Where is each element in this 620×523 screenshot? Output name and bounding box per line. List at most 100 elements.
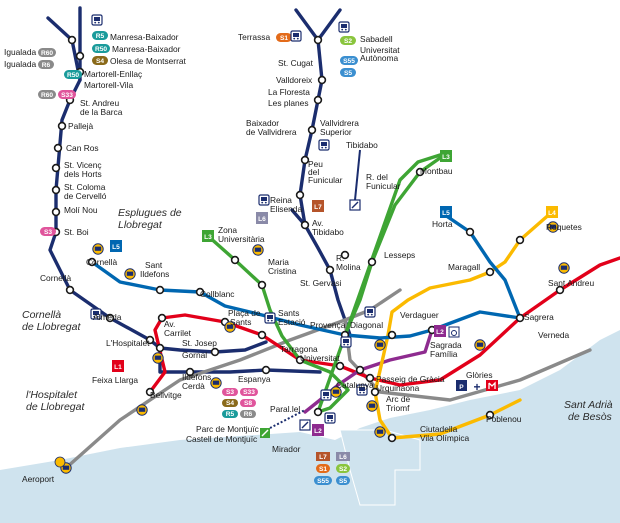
badge-s3: S3 (40, 227, 56, 236)
svg-text:Provença: Provença (310, 320, 346, 330)
svg-text:S2: S2 (339, 466, 347, 473)
badge-catalunya-s55: S55 (314, 476, 332, 485)
train-icon (338, 21, 350, 33)
svg-text:Can Ros: Can Ros (66, 143, 99, 153)
badge-espanya-s4: S4 (222, 399, 238, 407)
svg-text:Gornal: Gornal (182, 350, 207, 360)
svg-text:R5: R5 (96, 33, 105, 40)
line-rodalies-coast (343, 318, 592, 402)
badge-r5: R5 (92, 31, 108, 40)
svg-text:L2: L2 (314, 428, 322, 435)
svg-text:St. Josep: St. Josep (182, 338, 217, 348)
bus-icon (92, 243, 104, 255)
svg-text:Olesa de Montserrat: Olesa de Montserrat (110, 56, 187, 66)
svg-text:Cornellà: Cornellà (40, 273, 72, 283)
badge-s33: S33 (58, 90, 76, 99)
bus-icon (136, 404, 148, 416)
badge-r50-martorell: R50 (64, 70, 82, 79)
svg-text:Catalunya: Catalunya (336, 380, 374, 390)
svg-text:S4: S4 (226, 400, 234, 407)
bus-icon (474, 339, 486, 351)
svg-text:Igualada: Igualada (4, 47, 36, 57)
svg-text:Lesseps: Lesseps (384, 250, 415, 260)
svg-text:S1: S1 (280, 35, 288, 42)
line-llobregat-anoia (46, 16, 268, 354)
bus-icon (252, 244, 264, 256)
svg-text:Montbau: Montbau (420, 166, 453, 176)
bus-icon (558, 262, 570, 274)
train-icon (340, 336, 352, 348)
svg-text:St. Boi: St. Boi (64, 227, 89, 237)
svg-text:Poblenou: Poblenou (486, 414, 522, 424)
station-labels: Manresa-Baixador Manresa-Baixador Olesa … (4, 32, 594, 484)
svg-text:L3: L3 (204, 234, 212, 241)
badge-r6: R6 (38, 60, 54, 69)
svg-text:Sagrera: Sagrera (524, 312, 554, 322)
svg-text:Av.Tibidabo: Av.Tibidabo (312, 218, 344, 237)
badge-espanya-s33b: S33 (240, 388, 258, 396)
svg-text:L3: L3 (442, 154, 450, 161)
line-l4 (373, 210, 554, 440)
svg-text:Verneda: Verneda (538, 330, 570, 340)
bus-icon (374, 339, 386, 351)
badge-s4: S4 (92, 56, 108, 65)
badge-l4: L4 (546, 206, 558, 218)
badge-l3-zona: L3 (202, 230, 214, 242)
badge-r60-andreu: R60 (38, 90, 56, 99)
plus-icon: + (473, 380, 480, 394)
svg-text:L6: L6 (258, 216, 266, 223)
funicular-icon (299, 419, 311, 431)
bus-icon (374, 426, 386, 438)
badge-l7: L7 (312, 200, 324, 212)
svg-text:Valldoreix: Valldoreix (276, 75, 313, 85)
svg-text:L2: L2 (436, 329, 444, 336)
badge-s1: S1 (276, 33, 292, 42)
badge-catalunya-s5: S5 (336, 476, 350, 485)
bus-icon (366, 400, 378, 412)
svg-text:Cornellà: Cornellà (86, 257, 118, 267)
train-icon (324, 412, 336, 424)
svg-text:Aeroport: Aeroport (22, 474, 55, 484)
svg-text:Feixa Llarga: Feixa Llarga (92, 375, 138, 385)
svg-text:S3: S3 (226, 389, 234, 396)
svg-text:S55: S55 (343, 58, 355, 65)
svg-text:Molí Nou: Molí Nou (64, 205, 98, 215)
svg-text:Bellvitge: Bellvitge (150, 390, 182, 400)
parking-icon: P (456, 380, 467, 391)
hospital-icon (486, 380, 498, 391)
svg-text:Igualada: Igualada (4, 59, 36, 69)
badge-catalunya-l7: L7 (316, 452, 330, 461)
svg-text:Mirador: Mirador (272, 444, 301, 454)
svg-text:Maragall: Maragall (448, 262, 480, 272)
port (339, 429, 421, 506)
badge-r50: R50 (92, 44, 110, 53)
svg-text:Almeda: Almeda (93, 312, 122, 322)
airport-icon (54, 456, 66, 468)
line-funicular-montjuic (269, 409, 306, 429)
line-l5 (90, 213, 522, 340)
svg-text:L5: L5 (112, 244, 120, 251)
svg-text:Tibidabo: Tibidabo (346, 140, 378, 150)
svg-text:Les planes: Les planes (268, 98, 309, 108)
svg-text:R6: R6 (244, 411, 253, 418)
svg-text:R60: R60 (41, 92, 53, 99)
svg-text:Sant Andreu: Sant Andreu (548, 278, 594, 288)
svg-text:Glòries: Glòries (466, 370, 493, 380)
